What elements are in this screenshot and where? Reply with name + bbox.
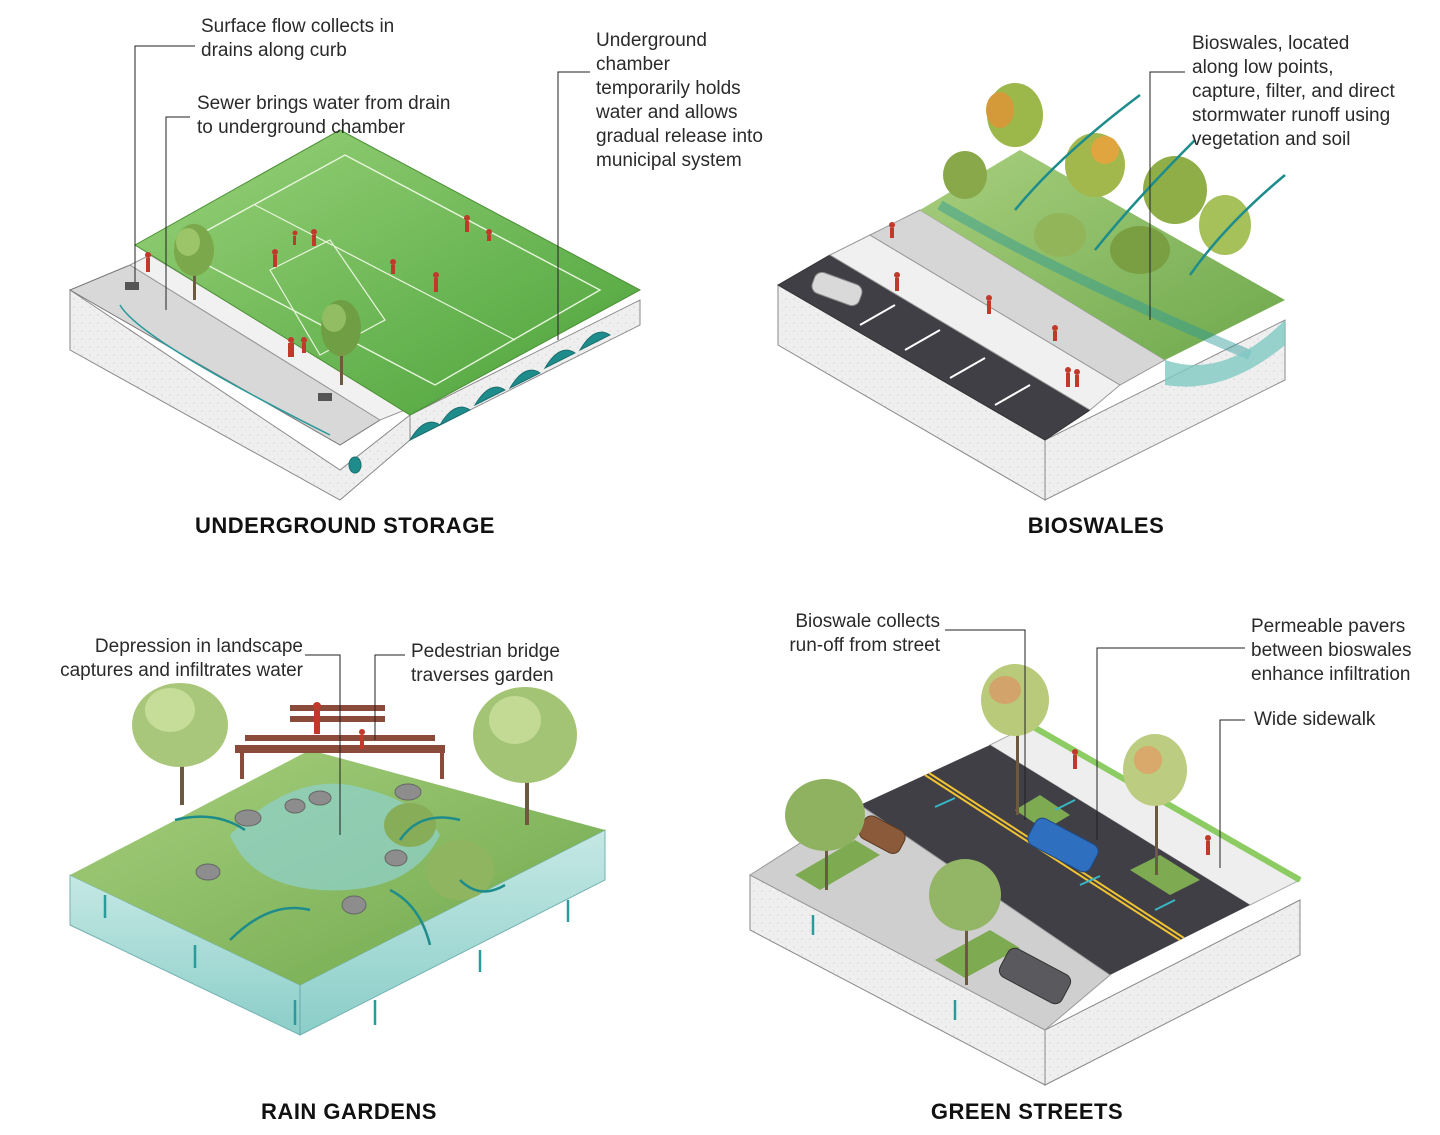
callout-sewer: Sewer brings water from drain to undergr…	[197, 93, 451, 138]
title-green-streets: GREEN STREETS	[930, 1099, 1124, 1124]
callout-bioswale-collects: Bioswale collects run-off from street	[789, 611, 940, 656]
title-underground-storage: UNDERGROUND STORAGE	[194, 513, 495, 538]
title-bioswales: BIOSWALES	[1027, 513, 1165, 538]
callout-underground-chamber: Underground chamber temporarily holds wa…	[596, 30, 763, 171]
callout-leaders	[134, 45, 1245, 868]
callout-pedestrian-bridge: Pedestrian bridge traverses garden	[411, 641, 560, 686]
title-rain-gardens: RAIN GARDENS	[261, 1099, 437, 1124]
callout-permeable-pavers: Permeable pavers between bioswales enhan…	[1251, 616, 1412, 685]
bioswales-illustration	[777, 83, 1286, 501]
callout-wide-sidewalk: Wide sidewalk	[1254, 709, 1376, 730]
green-streets-illustration	[749, 664, 1302, 1086]
rain-gardens-illustration	[69, 683, 606, 1036]
underground-storage-illustration	[68, 129, 642, 501]
callout-surface-flow: Surface flow collects in drains along cu…	[201, 16, 395, 61]
callout-depression: Depression in landscape captures and inf…	[60, 636, 303, 681]
callout-bioswales: Bioswales, located along low points, cap…	[1192, 33, 1395, 150]
